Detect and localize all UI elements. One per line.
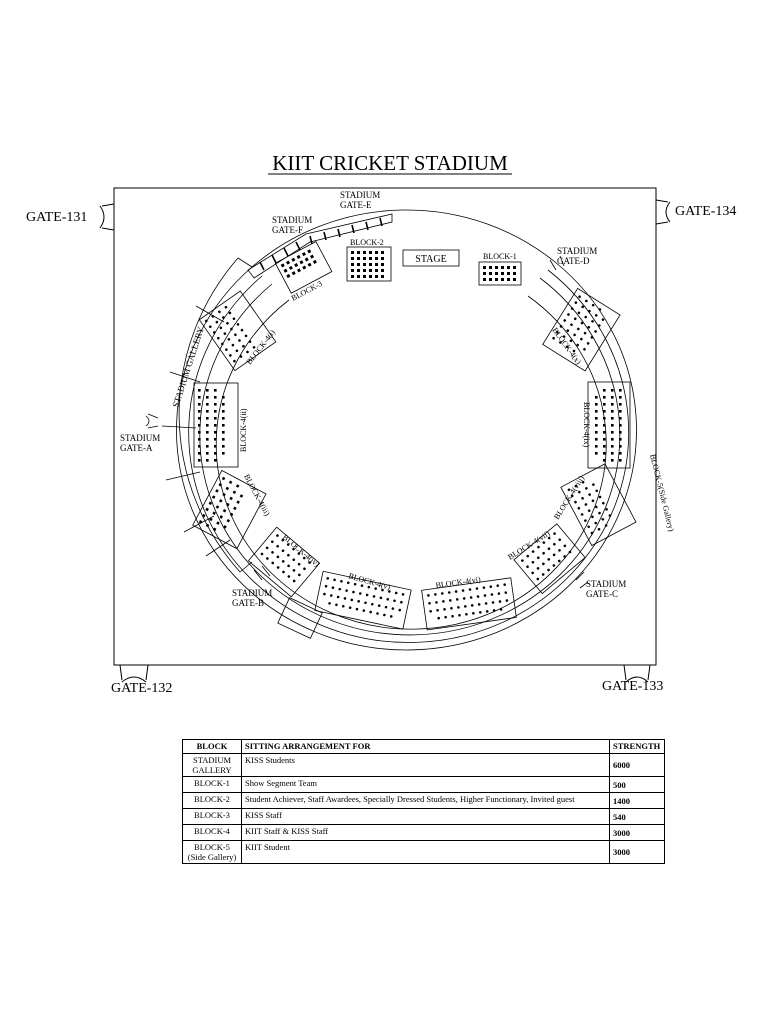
gate-d-line2: GATE-D [557,256,590,266]
gate-132-symbol [119,664,149,683]
ring-3 [199,277,621,636]
gate-134-label: GATE-134 [675,204,736,219]
block-2 [346,246,392,282]
gate-133-label: GATE-133 [602,679,663,694]
block-4-ii [193,382,239,468]
block-5-label: BLOCK-5(Side Gallery) [648,453,676,532]
row-block: BLOCK-5 (Side Gallery) [182,840,242,864]
stadium-plan: KIIT CRICKET STADIUM GATE-131 GATE-134 G… [26,151,736,696]
header-strength: STRENGTH [609,739,665,754]
block-4-ix [587,381,631,469]
block-1 [478,261,522,286]
gate-e-line1: STADIUM [340,190,380,200]
row-block: STADIUM GALLERY [182,753,242,777]
gate-131-symbol [99,203,115,231]
row-arrangement: Show Segment Team [241,776,610,793]
table-row: BLOCK-5 (Side Gallery) KIIT Student 3000 [182,840,665,864]
row-strength: 1400 [609,792,665,809]
ring-2 [188,269,630,643]
gate-e-line2: GATE-E [340,200,372,210]
row-block: BLOCK-3 [182,808,242,825]
north-seat-strip [247,213,393,279]
outer-ring [176,261,637,651]
block-4-vi-label: BLOCK-4(vi) [435,575,481,590]
block-4-vi [421,577,517,631]
block-4-iv-label: BLOCK-4(iv) [281,533,322,569]
block-4-sectors [192,287,637,631]
stadium-gallery [161,257,253,573]
row-strength: 6000 [609,753,665,777]
seating-table: BLOCK SITTING ARRANGEMENT FOR STRENGTH S… [182,739,665,864]
row-arrangement: Student Achiever, Staff Awardees, Specia… [241,792,610,809]
block-3 [274,241,333,294]
gate-133-symbol [623,664,651,683]
row-block: BLOCK-1 [182,776,242,793]
block-4-ix-label: BLOCK-4(ix) [582,402,591,448]
gate-134-symbol [655,199,671,225]
block-4-iv [247,526,321,598]
gate-d-line1: STADIUM [557,246,597,256]
row-block: BLOCK-2 [182,792,242,809]
header-block: BLOCK [182,739,242,754]
row-strength: 540 [609,808,665,825]
block-2-seats [351,251,384,278]
gate-c-line2: GATE-C [586,589,618,599]
block-4-v [314,570,412,630]
gate-f-line1: STADIUM [272,215,312,225]
row-arrangement: KIIT Staff & KISS Staff [241,824,610,841]
inner-field-boundary [215,295,607,630]
block-2-label: BLOCK-2 [350,238,384,247]
block-4-vii [513,523,586,595]
gate-131-label: GATE-131 [26,210,87,225]
block-1-seats [483,266,516,281]
row-strength: 3000 [609,840,665,864]
header-arrangement: SITTING ARRANGEMENT FOR [241,739,610,754]
table-row: STADIUM GALLERY KISS Students 6000 [182,753,665,777]
ground-boundary [113,187,657,666]
row-strength: 3000 [609,824,665,841]
block-4-vii-label: BLOCK-4(vii) [506,529,551,562]
block-4-iii [192,469,267,550]
stage-label: STAGE [415,254,446,265]
table-row: BLOCK-1 Show Segment Team 500 [182,776,665,793]
stadium-gate-symbols [145,255,589,639]
row-arrangement: KISS Staff [241,808,610,825]
block-4-ii-label: BLOCK-4(ii) [239,408,248,452]
gate-c-line1: STADIUM [586,579,626,589]
table-row: BLOCK-3 KISS Staff 540 [182,808,665,825]
gate-a-line2: GATE-A [120,443,153,453]
block-4-x [542,287,621,372]
row-arrangement: KISS Students [241,753,610,777]
block-1-label: BLOCK-1 [483,252,517,261]
block-4-viii [560,463,637,547]
table-header-row: BLOCK SITTING ARRANGEMENT FOR STRENGTH [182,739,665,754]
block-4-i [198,290,277,372]
row-block: BLOCK-4 [182,824,242,841]
table-row: BLOCK-4 KIIT Staff & KISS Staff 3000 [182,824,665,841]
gate-b-line1: STADIUM [232,588,272,598]
stage [402,249,460,267]
row-strength: 500 [609,776,665,793]
gate-b-line2: GATE-B [232,598,264,608]
gate-a-line1: STADIUM [120,433,160,443]
page-title: KIIT CRICKET STADIUM [272,151,508,175]
block-4-v-label: BLOCK-4(v) [347,571,391,592]
table-row: BLOCK-2 Student Achiever, Staff Awardees… [182,792,665,809]
row-arrangement: KIIT Student [241,840,610,864]
block-4-i-label: BLOCK-4(i) [244,328,277,366]
north-arc [251,209,556,268]
gate-f-line2: GATE-F [272,225,303,235]
gallery-label: STADIUM GALLERY [170,325,206,408]
gate-132-label: GATE-132 [111,681,172,696]
